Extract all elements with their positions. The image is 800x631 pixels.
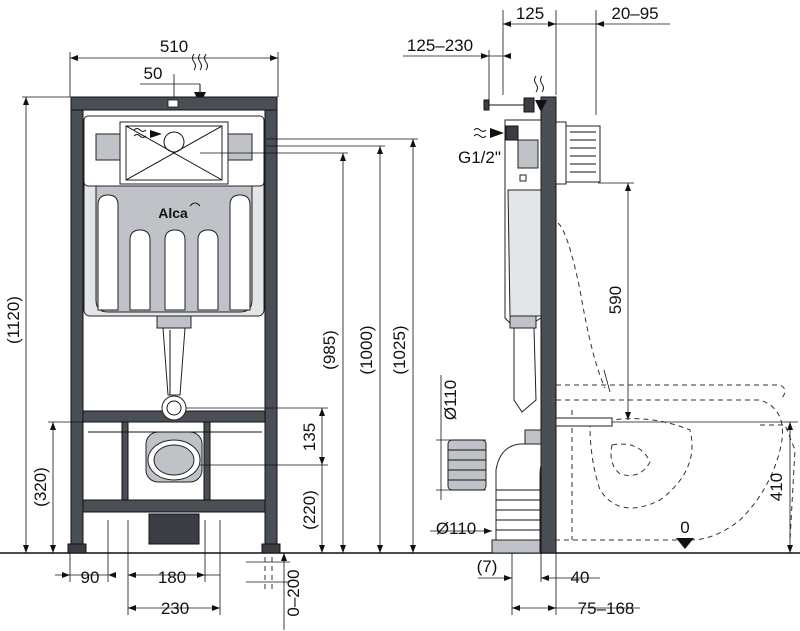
dim-1000: (1000)	[357, 325, 376, 374]
dim-230: 230	[161, 599, 189, 618]
dim-180: 180	[158, 568, 186, 587]
dim-dia-110-bottom: Ø110	[436, 519, 476, 538]
waste-connector	[447, 439, 487, 491]
dim-590: 590	[606, 286, 625, 314]
dim-125-230: 125–230	[407, 36, 473, 55]
brand-logo: Alca	[158, 202, 201, 221]
dim-510: 510	[160, 37, 188, 56]
dim-75-168: 75–168	[578, 599, 635, 618]
dim-0-200: 0–200	[284, 569, 303, 616]
side-water-inlet-icon	[473, 75, 547, 141]
dim-7: (7)	[477, 557, 498, 576]
frame-left-foot	[67, 543, 87, 554]
front-view: 510 50	[4, 37, 418, 630]
dim-dia-110-top: Ø110	[441, 380, 460, 420]
wc-pan-outline	[556, 222, 796, 541]
dim-135: 135	[300, 423, 319, 451]
side-view: 125 20–95 125–230	[403, 4, 798, 618]
dim-1120: (1120)	[4, 296, 23, 344]
dim-220: (220)	[300, 490, 319, 530]
dim-985: (985)	[320, 330, 339, 370]
dim-125: 125	[516, 4, 544, 23]
frame-right-leg	[264, 96, 278, 545]
flush-connector	[555, 417, 613, 427]
flush-plate-bracket	[555, 121, 601, 185]
floor-level-marker: 0	[676, 518, 694, 549]
frame-right-foot	[261, 543, 281, 554]
frame-left-leg	[70, 96, 84, 545]
dim-90: 90	[81, 568, 100, 587]
svg-text:Alca: Alca	[158, 205, 188, 221]
flush-pipe	[156, 315, 192, 421]
dim-20-95: 20–95	[611, 4, 658, 23]
waste-outlet	[140, 431, 210, 545]
dim-g12: G1/2"	[458, 148, 501, 167]
frame-lower-bar	[82, 499, 266, 513]
dim-320: (320)	[31, 467, 50, 507]
svg-text:0: 0	[680, 518, 689, 537]
waste-bend	[491, 429, 542, 554]
cistern-side	[504, 119, 542, 413]
side-frame-column	[540, 96, 557, 554]
dim-410: 410	[767, 473, 786, 501]
dim-40: 40	[571, 568, 590, 587]
dim-1025: (1025)	[390, 325, 409, 374]
dim-50: 50	[144, 64, 163, 83]
